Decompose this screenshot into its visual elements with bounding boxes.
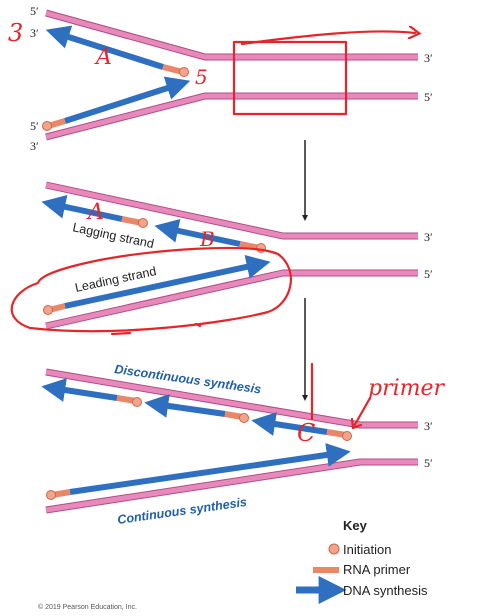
legend-label-dna-synthesis: DNA synthesis bbox=[343, 583, 428, 598]
initiation-dot bbox=[43, 305, 53, 315]
label-5prime: 5′ bbox=[30, 119, 39, 133]
initiation-dot bbox=[46, 490, 56, 500]
label-5prime: 5′ bbox=[424, 267, 433, 281]
handwritten-B: B bbox=[199, 227, 215, 251]
handwritten-dash bbox=[194, 322, 202, 328]
handwritten-pointer bbox=[351, 396, 372, 430]
handwritten-3: 3 bbox=[8, 19, 23, 47]
okazaki-fragment-arrow bbox=[251, 412, 328, 436]
handwritten-A: A bbox=[94, 45, 112, 70]
handwritten-annotations: 3 A 5 A B C primer bbox=[8, 19, 446, 447]
template-strand-bottom-fill bbox=[45, 459, 418, 513]
handwritten-C: C bbox=[297, 419, 315, 447]
leading-strand-arrow bbox=[64, 255, 271, 309]
handwritten-dash bbox=[110, 331, 132, 336]
legend: Key Initiation RNA primer DNA synthesis bbox=[296, 518, 428, 604]
handwritten-loop bbox=[10, 246, 292, 333]
okazaki-fragment-arrow bbox=[154, 219, 241, 247]
rna-primer-bar-icon bbox=[313, 567, 339, 573]
handwritten-A: A bbox=[86, 200, 104, 225]
handwritten-arrow bbox=[240, 31, 415, 46]
new-dna-lagging-arrow bbox=[45, 25, 164, 70]
label-5prime: 5′ bbox=[30, 4, 39, 18]
label-3prime: 3′ bbox=[424, 51, 433, 65]
label-3prime: 3′ bbox=[30, 26, 39, 40]
initiation-dot bbox=[138, 218, 148, 228]
continuous-strand-arrow bbox=[69, 443, 351, 495]
okazaki-fragment-arrow bbox=[41, 378, 118, 402]
template-strand-bottom-fill bbox=[45, 93, 418, 140]
template-strand-bottom bbox=[45, 92, 418, 141]
discontinuous-synthesis-label: Discontinuous synthesis bbox=[114, 362, 262, 396]
legend-title: Key bbox=[343, 518, 368, 533]
handwritten-box bbox=[232, 40, 348, 116]
legend-label-rna-primer: RNA primer bbox=[343, 562, 411, 577]
initiation-dot bbox=[132, 397, 142, 407]
initiation-dot bbox=[342, 431, 352, 441]
panel-1-fork: 5′ 3′ 5′ 3′ 3′ 5′ bbox=[30, 4, 433, 153]
initiation-dot bbox=[42, 121, 52, 131]
copyright: © 2019 Pearson Education, Inc. bbox=[38, 603, 137, 611]
legend-label-initiation: Initiation bbox=[343, 542, 391, 557]
label-3prime: 3′ bbox=[30, 139, 39, 153]
label-5prime: 5′ bbox=[424, 90, 433, 104]
initiation-dot bbox=[239, 413, 249, 423]
okazaki-fragment-arrow bbox=[144, 393, 226, 418]
label-3prime: 3′ bbox=[424, 419, 433, 433]
handwritten-primer: primer bbox=[368, 376, 446, 401]
new-dna-leading-arrow bbox=[64, 76, 191, 124]
label-5prime: 5′ bbox=[424, 456, 433, 470]
label-3prime: 3′ bbox=[424, 230, 433, 244]
initiation-dot bbox=[179, 67, 189, 77]
handwritten-5: 5 bbox=[195, 65, 208, 89]
template-strand-bottom-fill bbox=[45, 270, 418, 329]
template-strand-top-fill bbox=[45, 182, 418, 239]
okazaki-fragment-arrow bbox=[41, 195, 123, 222]
handwritten-pointer-head bbox=[350, 417, 363, 430]
initiation-dot-icon bbox=[328, 543, 340, 555]
